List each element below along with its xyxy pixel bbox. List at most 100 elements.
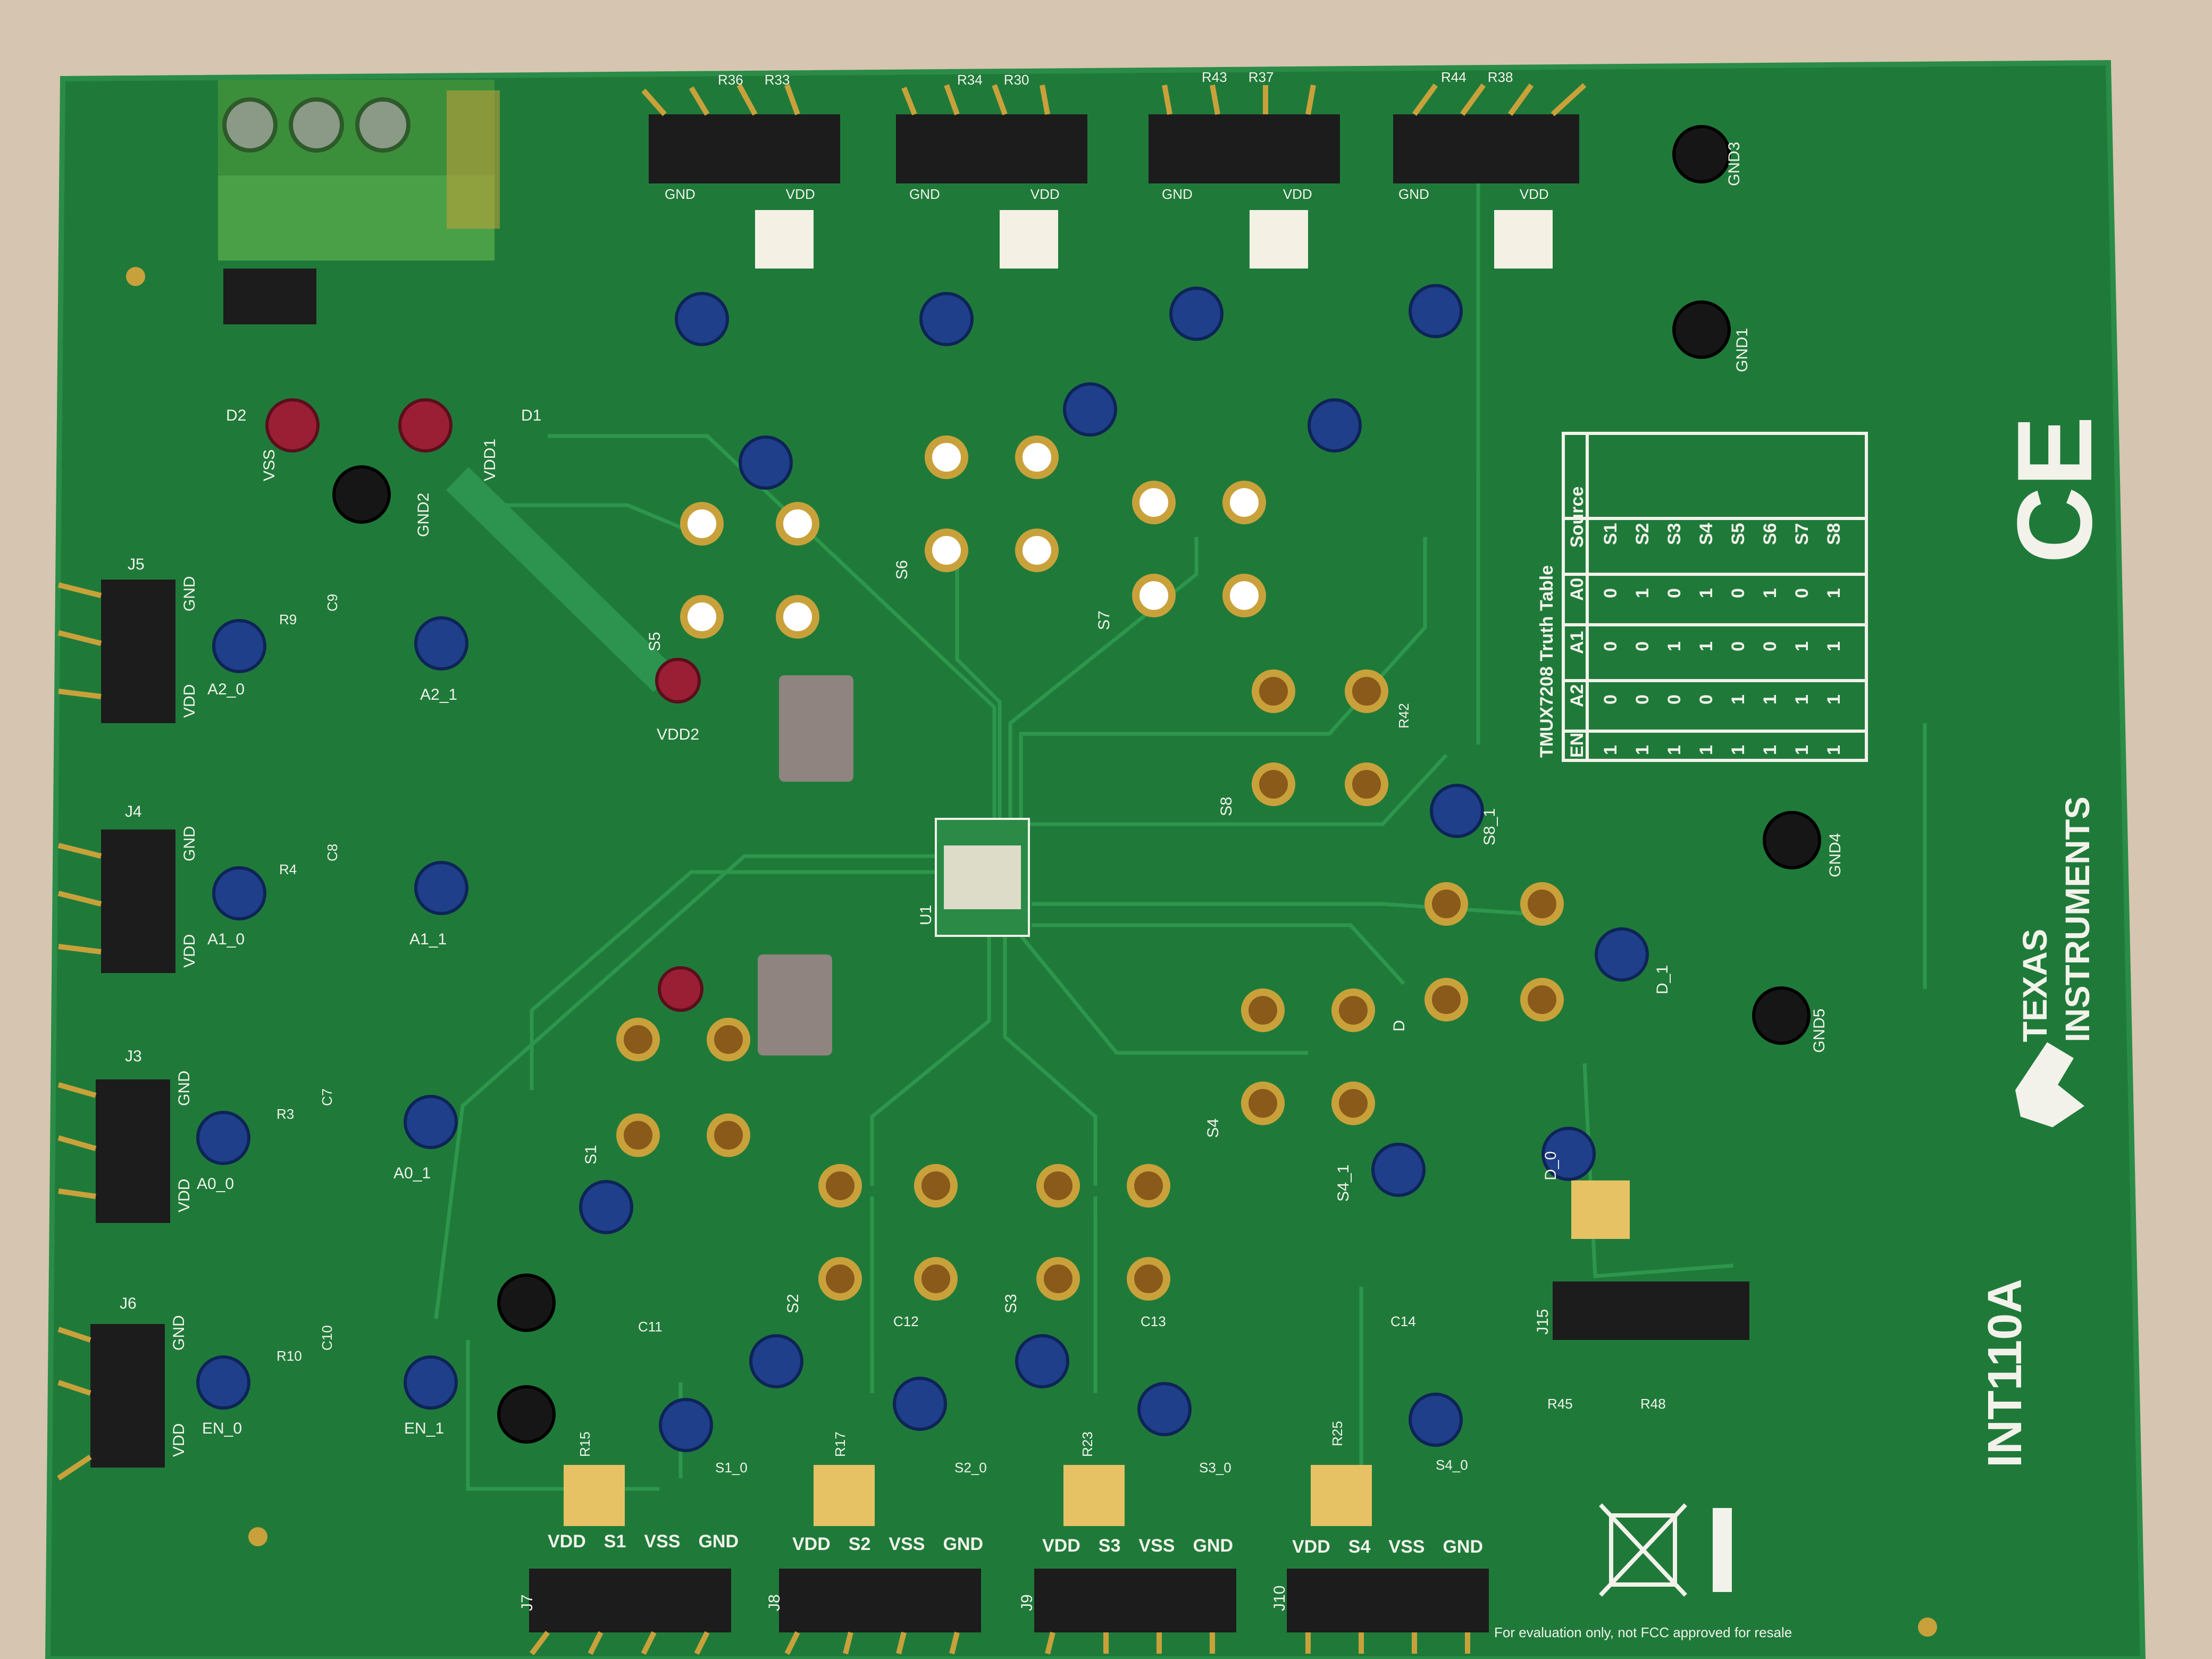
label-s8-tp: S8_1	[1481, 808, 1498, 845]
label-c11: C11	[638, 1319, 663, 1335]
j5-cap: C9	[324, 593, 340, 611]
label-c13: C13	[1141, 1313, 1166, 1329]
truth-table-title: TMUX7208 Truth Table	[1537, 565, 1557, 758]
ti-brand-line1: TEXAS	[2016, 928, 2054, 1042]
label-r23: R23	[1079, 1431, 1095, 1457]
j7-ref: J7	[518, 1594, 536, 1611]
label-sw-s8: S8	[1218, 797, 1235, 816]
led-pads	[755, 210, 1553, 269]
label-gnd4: GND4	[1826, 833, 1844, 877]
label-r25: R25	[1329, 1421, 1345, 1446]
label-s4-0: S4_0	[1436, 1457, 1468, 1473]
j5-pin-vdd: VDD	[181, 684, 198, 718]
j3-tp1: A0_1	[393, 1164, 431, 1182]
top-header-pins	[641, 83, 1587, 116]
label-vss: VSS	[261, 449, 278, 481]
label-s3-0: S3_0	[1199, 1460, 1231, 1476]
label-sw-s5: S5	[646, 632, 664, 651]
traces	[434, 149, 1927, 1491]
board-name: INT110A	[1979, 1278, 2032, 1468]
inductor-bottom	[758, 954, 832, 1055]
label-gnd2: GND2	[415, 492, 432, 537]
switch-footprints-gold	[616, 669, 1564, 1301]
label-r17: R17	[832, 1431, 848, 1457]
j5-tp1: A2_1	[420, 686, 458, 703]
j15-header	[1553, 1281, 1749, 1340]
ti-logo-icon	[2015, 1042, 2084, 1127]
red-test-points	[265, 398, 703, 1012]
jumper-header	[223, 269, 316, 324]
j6-res: R10	[276, 1348, 302, 1364]
j4-tp0: A1_0	[207, 931, 245, 948]
j6-pin-gnd: GND	[170, 1315, 188, 1351]
label-u1: U1	[917, 904, 935, 925]
j4-tp1: A1_1	[409, 931, 447, 948]
j3-tp0: A0_0	[197, 1175, 234, 1193]
j10-ref: J10	[1271, 1585, 1288, 1611]
j6-tp1: EN_1	[404, 1420, 445, 1437]
label-r42: R42	[1396, 703, 1412, 728]
label-c12: C12	[893, 1313, 919, 1329]
ti-brand-line2: INSTRUMENTS	[2058, 796, 2097, 1042]
tt-header-a2: A2	[1567, 684, 1587, 707]
truth-table-box	[1562, 432, 1868, 762]
u1-chip	[935, 818, 1030, 937]
label-gnd1: GND1	[1733, 328, 1751, 372]
j8-ref: J8	[766, 1594, 783, 1611]
terminal-block	[218, 80, 500, 261]
j4-pin-vdd: VDD	[181, 934, 198, 968]
j6-ref: J6	[120, 1295, 137, 1312]
label-r15: R15	[577, 1431, 593, 1457]
j3-res: R3	[276, 1106, 295, 1122]
label-sw-s6: S6	[893, 560, 911, 580]
left-headers	[90, 580, 175, 1468]
header-pins	[57, 582, 102, 1481]
j4-ref: J4	[125, 803, 142, 820]
label-sw-s3: S3	[1002, 1294, 1020, 1313]
j6-tp0: EN_0	[202, 1420, 242, 1437]
bottom-header-pins	[530, 1631, 1470, 1655]
label-d-tp1: D_1	[1654, 965, 1671, 994]
j3-ref: J3	[125, 1048, 142, 1065]
j6-cap: C10	[319, 1325, 335, 1351]
label-gnd3: GND3	[1725, 141, 1743, 186]
tt-header-source: Source	[1567, 486, 1587, 548]
label-r48: R48	[1640, 1396, 1666, 1412]
bottom-led-pads	[564, 1180, 1630, 1526]
label-sw-s4: S4	[1204, 1118, 1222, 1138]
label-vdd1: VDD1	[481, 438, 499, 481]
top-headers	[649, 114, 1579, 183]
j5-ref: J5	[128, 556, 145, 573]
label-j15: J15	[1534, 1309, 1552, 1335]
ce-mark: CE	[1996, 416, 2114, 564]
label-d: D	[1390, 1020, 1408, 1032]
label-s4-tp: S4_1	[1335, 1164, 1352, 1202]
j5-res: R9	[279, 611, 297, 627]
label-d2: D2	[226, 407, 247, 424]
tt-header-en: EN	[1567, 732, 1587, 758]
tt-header-a0: A0	[1567, 577, 1587, 601]
label-d1: D1	[521, 407, 542, 424]
disclaimer-text: For evaluation only, not FCC approved fo…	[1494, 1624, 1792, 1640]
j4-res: R4	[279, 861, 297, 877]
tt-header-a1: A1	[1567, 631, 1587, 654]
j5-pin-gnd: GND	[181, 576, 198, 611]
j3-pin-vdd: VDD	[175, 1178, 193, 1212]
label-sw-s7: S7	[1095, 610, 1113, 630]
